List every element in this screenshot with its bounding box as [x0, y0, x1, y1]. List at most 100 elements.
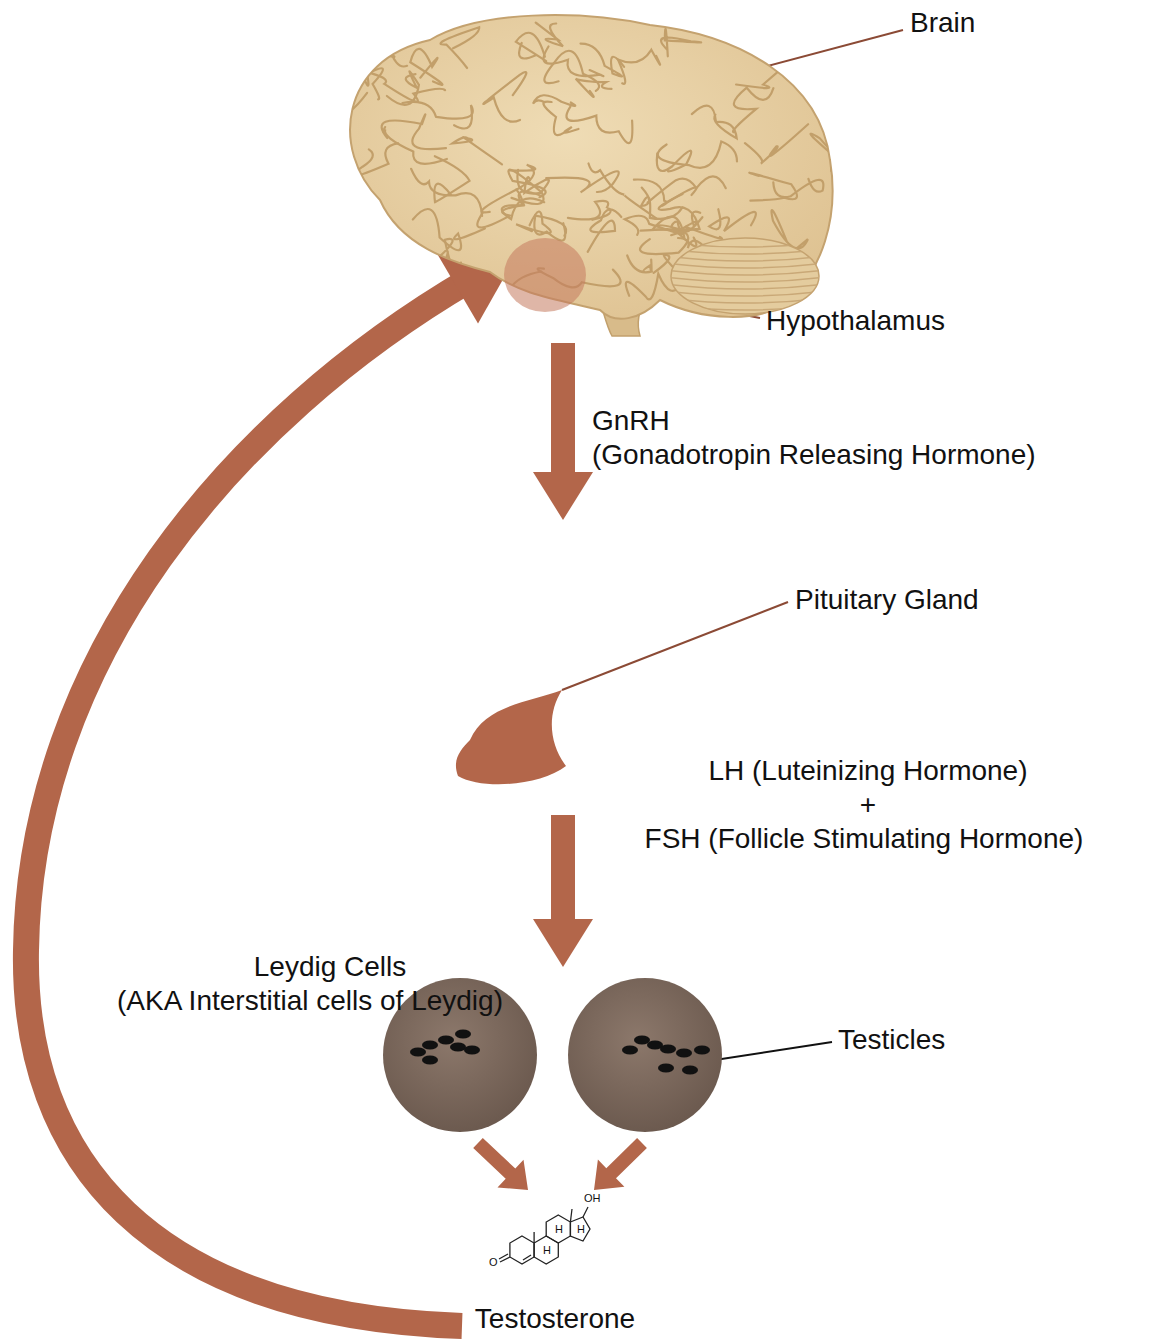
leydig-cell	[450, 1043, 466, 1052]
short-arrow	[473, 1138, 528, 1190]
brain-fold	[364, 33, 408, 67]
brain-fold	[346, 278, 406, 297]
leydig-cell	[422, 1041, 438, 1050]
node-label: (AKA Interstitial cells of Leydig)	[117, 984, 503, 1018]
brain-fold	[536, 23, 563, 47]
brain-fold	[533, 95, 575, 106]
leydig-cell	[422, 1056, 438, 1065]
cerebellum-fold	[665, 256, 825, 261]
brain-fold	[661, 29, 701, 56]
brain-fold	[576, 79, 612, 97]
leydig-cells	[410, 1030, 710, 1075]
short-arrow	[594, 1138, 647, 1190]
leydig-cell	[682, 1066, 698, 1075]
brain-fold	[353, 32, 394, 57]
cerebellum-fold	[665, 242, 825, 247]
brain-fold	[411, 169, 482, 216]
leydig-cell	[464, 1046, 480, 1055]
leydig-cell	[622, 1046, 638, 1055]
pituitary-gland: Pituitary Gland	[452, 686, 570, 792]
edge-label: GnRH	[592, 404, 670, 438]
flow-arrow	[533, 815, 593, 967]
brain-fold	[709, 209, 756, 231]
brain-fold	[749, 173, 797, 201]
flow-arrow	[473, 1138, 647, 1190]
brain-fold	[625, 216, 683, 235]
drawing-part	[546, 1215, 570, 1243]
pituitary-shape	[456, 690, 566, 784]
thick-arrow	[533, 343, 593, 520]
drawing-part	[499, 1254, 508, 1259]
brain-fold	[311, 84, 367, 116]
brain-fold	[659, 194, 700, 235]
brain-fold	[618, 50, 660, 84]
brain-fold	[627, 256, 653, 273]
brain-outline	[350, 15, 833, 319]
brain-fold	[413, 209, 485, 250]
brain-fold	[546, 171, 619, 192]
feedback-arrow	[26, 279, 472, 1326]
node-label: Testicles	[838, 1023, 945, 1057]
brain-fold	[504, 302, 527, 334]
brain-drawing	[320, 0, 850, 340]
leydig-cell	[660, 1045, 676, 1054]
brain-fold	[641, 188, 682, 219]
steroid-skeleton	[499, 1207, 590, 1264]
brain-fold	[588, 209, 622, 251]
atom-label: O	[489, 1256, 498, 1268]
brain-fold	[436, 239, 461, 273]
hypothalamus-drawing	[503, 237, 587, 313]
brain-fold	[544, 51, 599, 91]
drawing-part	[523, 1255, 531, 1260]
brain-fold	[353, 143, 398, 176]
brain-fold	[732, 12, 783, 41]
cerebellum-fold	[665, 284, 825, 289]
drawing-part	[570, 1209, 572, 1222]
brain-fold	[372, 73, 446, 101]
brain-fold	[566, 107, 632, 143]
hormone-note: FSH (Follicle Stimulating Hormone)	[645, 822, 1084, 856]
brain-fold	[745, 124, 808, 163]
pituitary-drawing	[452, 686, 570, 792]
brain-fold	[543, 102, 578, 135]
brain-fold	[483, 72, 526, 122]
atom-label: H	[543, 1244, 551, 1256]
brain-fold	[516, 33, 546, 61]
brain-fold	[299, 14, 368, 59]
leydig-cell	[438, 1036, 454, 1045]
brain-fold	[692, 106, 737, 139]
cerebellum-fold	[665, 249, 825, 254]
node-label: Brain	[910, 6, 975, 40]
flow-arrow	[26, 251, 519, 1326]
atom-label: H	[577, 1223, 585, 1235]
brain-fold	[544, 47, 604, 77]
leader-line	[562, 602, 788, 690]
thick-arrow	[533, 815, 593, 967]
hormone-note: (Gonadotropin Releasing Hormone)	[592, 438, 1036, 472]
leydig-cell	[676, 1049, 692, 1058]
node-label: Testosterone	[475, 1302, 635, 1336]
brain-fold	[440, 27, 479, 68]
brain-fold	[382, 114, 446, 149]
drawing-part	[570, 1217, 590, 1241]
brain-fold	[648, 176, 726, 202]
brain-fold	[657, 151, 691, 172]
brain-fold	[658, 142, 737, 168]
cerebellum-fold	[665, 263, 825, 268]
brain-fold	[820, 28, 857, 62]
brain-fold	[736, 56, 798, 88]
cerebellum-fold	[665, 270, 825, 275]
atom-label: OH	[584, 1192, 601, 1204]
edge-label: LH (Luteinizing Hormone)	[708, 754, 1027, 788]
drawing-part	[510, 1236, 534, 1264]
brain-folds	[299, 12, 857, 340]
node-label: Hypothalamus	[766, 304, 945, 338]
brain-fold	[733, 88, 773, 133]
cerebellum-fold	[665, 291, 825, 296]
hormone-note: +	[860, 788, 876, 822]
brain-fold	[452, 137, 502, 164]
flow-arrow	[533, 343, 593, 520]
brain-fold	[402, 102, 472, 129]
testicles-pair: Leydig Cells(AKA Interstitial cells of L…	[378, 975, 728, 1135]
node-label: Pituitary Gland	[795, 583, 979, 617]
